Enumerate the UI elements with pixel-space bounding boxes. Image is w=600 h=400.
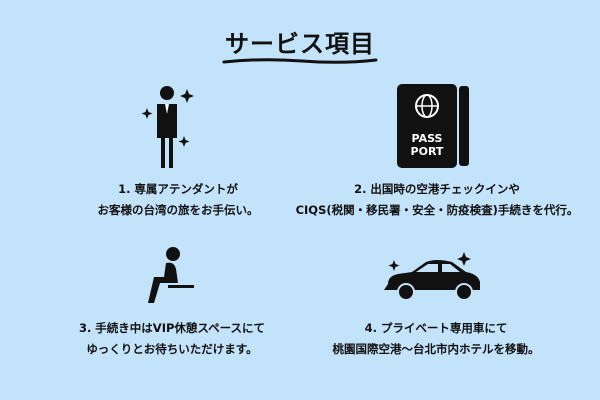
item-line: お客様の台湾の旅をお手伝い。 — [97, 203, 259, 217]
car-icon — [384, 252, 480, 301]
lounge-icon — [148, 247, 194, 303]
item-line: 3. 手続き中はVIP休憩スペースにて — [78, 321, 266, 335]
service-item-1: 1. 専属アテンダントが お客様の台湾の旅をお手伝い。 — [28, 179, 328, 221]
passport-text: PASS — [411, 132, 443, 145]
item-line: 2. 出国時の空港チェックインや — [354, 182, 520, 196]
passport-icon: PASS PORT — [397, 84, 473, 168]
item-line: 1. 専属アテンダントが — [118, 182, 238, 196]
item-line: ゆっくりとお待ちいただけます。 — [86, 342, 258, 356]
item-line: 桃園国際空港〜台北市内ホテルを移動。 — [332, 342, 540, 356]
attendant-icon — [141, 86, 194, 168]
service-item-3: 3. 手続き中はVIP休憩スペースにて ゆっくりとお待ちいただけます。 — [22, 318, 322, 360]
service-item-2: 2. 出国時の空港チェックインや CIQS(税関・移民署・安全・防疫検査)手続き… — [287, 179, 587, 221]
item-line: 4. プライベート専用車にて — [364, 321, 508, 335]
passport-text: PORT — [410, 145, 444, 158]
service-item-4: 4. プライベート専用車にて 桃園国際空港〜台北市内ホテルを移動。 — [286, 318, 586, 360]
title-underline — [222, 58, 378, 64]
page-title: サービス項目 — [225, 30, 375, 58]
item-line: CIQS(税関・移民署・安全・防疫検査)手続きを代行。 — [295, 203, 579, 217]
